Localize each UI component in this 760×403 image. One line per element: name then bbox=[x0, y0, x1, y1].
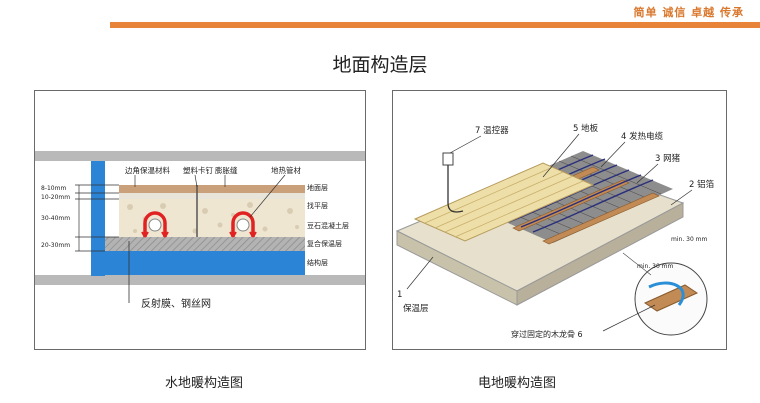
water-diagram-caption: 水地暖构造图 bbox=[165, 376, 244, 391]
dim-10-20: 10-20mm bbox=[41, 194, 70, 201]
composite-insulation-layer bbox=[105, 237, 305, 251]
layer-label-floor: 地面层 bbox=[307, 183, 328, 192]
leader-thermostat bbox=[449, 135, 482, 154]
dim-8-10: 8-10mm bbox=[41, 185, 66, 192]
leader-floor bbox=[542, 133, 580, 178]
label-heating-pipe: 地热管材 bbox=[271, 165, 301, 175]
floor-surface-layer bbox=[119, 185, 305, 193]
heating-pipe-left bbox=[141, 211, 169, 238]
layer-label-concrete: 豆石混凝土层 bbox=[307, 221, 349, 230]
leveling-layer bbox=[119, 193, 305, 199]
layer-label-leveling: 找平层 bbox=[307, 201, 328, 210]
bottom-band bbox=[35, 275, 365, 285]
top-ceiling-band bbox=[35, 151, 365, 161]
detail-cable bbox=[648, 281, 685, 306]
label-mesh: 3 网猪 bbox=[655, 153, 681, 164]
structure-layer bbox=[91, 251, 305, 275]
label-min-30-bottom: min. 30 mm bbox=[637, 263, 674, 270]
label-heating-cable: 4 发热电缆 bbox=[621, 131, 664, 142]
thermostat-box bbox=[442, 152, 454, 166]
slide-title: 地面构造层 bbox=[332, 54, 428, 76]
leader-foil bbox=[670, 189, 693, 206]
dimension-lines bbox=[75, 184, 119, 252]
label-foil: 2 铝箔 bbox=[689, 179, 715, 190]
label-insulation: 保温层 bbox=[403, 303, 429, 314]
label-reflective-film-mesh: 反射膜、钢丝网 bbox=[141, 297, 211, 310]
concrete-layer bbox=[119, 199, 305, 237]
leader-insulation bbox=[406, 256, 434, 290]
wall-insulation bbox=[91, 161, 105, 276]
label-expansion-joint: 膨胀缝 bbox=[215, 165, 238, 175]
label-insulation-number: 1 bbox=[397, 290, 402, 300]
label-edge-insulation: 边角保温材料 bbox=[125, 165, 170, 175]
label-thermostat: 7 温控器 bbox=[475, 125, 509, 136]
floor-board-seams bbox=[424, 166, 584, 238]
electric-diagram-caption: 电地暖构造图 bbox=[478, 376, 557, 391]
header-accent-bar bbox=[110, 22, 760, 28]
dim-30-40: 30-40mm bbox=[41, 215, 70, 222]
water-heating-diagram: 边角保温材料 塑料卡钉 膨胀缝 地热管材 8-10mm 10-20mm 30-4… bbox=[35, 151, 365, 310]
heating-pipe-right bbox=[229, 211, 257, 238]
layer-label-composite-insulation: 复合保温层 bbox=[307, 239, 342, 248]
leader-cable bbox=[600, 141, 626, 168]
label-plastic-clip: 塑料卡钉 bbox=[183, 165, 213, 175]
leader-keel bbox=[602, 304, 656, 332]
floor-boards bbox=[413, 162, 595, 242]
layer-label-structure: 结构层 bbox=[307, 258, 328, 267]
dim-20-30: 20-30mm bbox=[41, 242, 70, 249]
top-leader-lines bbox=[134, 174, 286, 218]
label-floor: 5 地板 bbox=[573, 123, 599, 134]
leader-mesh bbox=[636, 163, 659, 184]
label-wood-keel: 穿过固定的木龙骨 6 bbox=[511, 329, 583, 339]
electric-heating-diagram: 7 温控器 5 地板 4 发热电缆 3 网猪 2 铝箔 min. 30 mm m… bbox=[395, 123, 715, 339]
magnifier-leader bbox=[622, 252, 652, 276]
insulation-base-side bbox=[516, 202, 684, 306]
thermostat-wire bbox=[447, 165, 464, 213]
electric-heating-diagram-panel: 7 温控器 5 地板 4 发热电缆 3 网猪 2 铝箔 min. 30 mm m… bbox=[392, 90, 727, 350]
header-motto: 简单 诚信 卓越 传承 bbox=[633, 6, 744, 19]
water-heating-diagram-panel: 边角保温材料 塑料卡钉 膨胀缝 地热管材 8-10mm 10-20mm 30-4… bbox=[34, 90, 366, 350]
label-min-30-top: min. 30 mm bbox=[671, 236, 708, 243]
